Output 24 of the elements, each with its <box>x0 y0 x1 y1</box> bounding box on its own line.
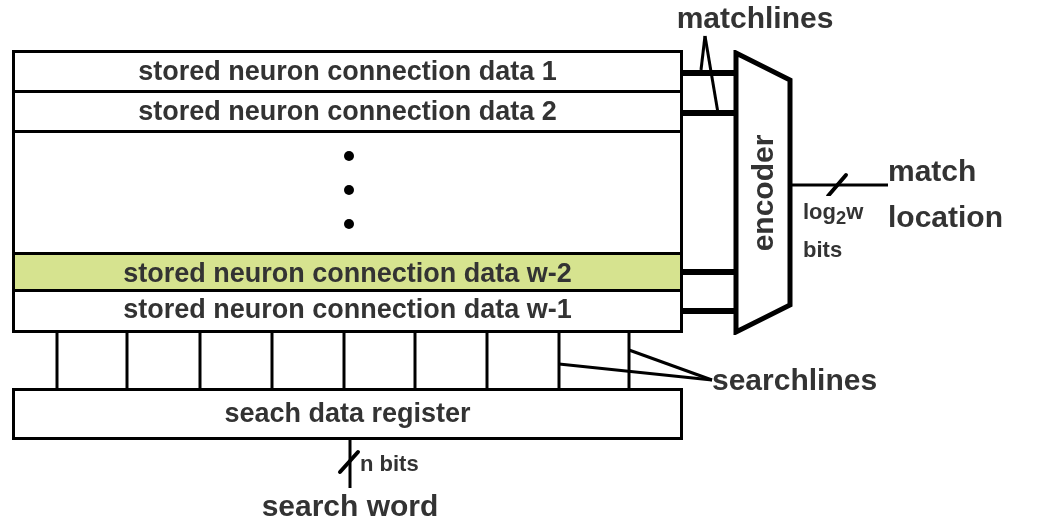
matchline <box>680 110 736 116</box>
searchline <box>557 333 561 388</box>
line-label: matchlines <box>660 0 850 36</box>
matchline <box>680 70 736 76</box>
bus-line <box>348 440 352 488</box>
searchline <box>198 333 202 388</box>
register-box: seach data register <box>12 388 683 440</box>
searchline <box>627 333 631 388</box>
searchline <box>485 333 489 388</box>
signal-label: match location <box>888 148 1034 244</box>
searchline <box>270 333 274 388</box>
memory-array <box>12 50 683 333</box>
signal-label: search word <box>245 488 455 526</box>
matchline <box>680 308 736 314</box>
leader-line <box>699 35 707 71</box>
searchline <box>55 333 59 388</box>
encoder-label: encoder <box>746 134 780 251</box>
matchline <box>680 269 736 275</box>
leader-line <box>628 348 713 382</box>
searchline <box>125 333 129 388</box>
searchline <box>413 333 417 388</box>
searchline <box>342 333 346 388</box>
line-label: searchlines <box>712 362 912 402</box>
memory-row: stored neuron connection data w-2 <box>15 252 680 292</box>
